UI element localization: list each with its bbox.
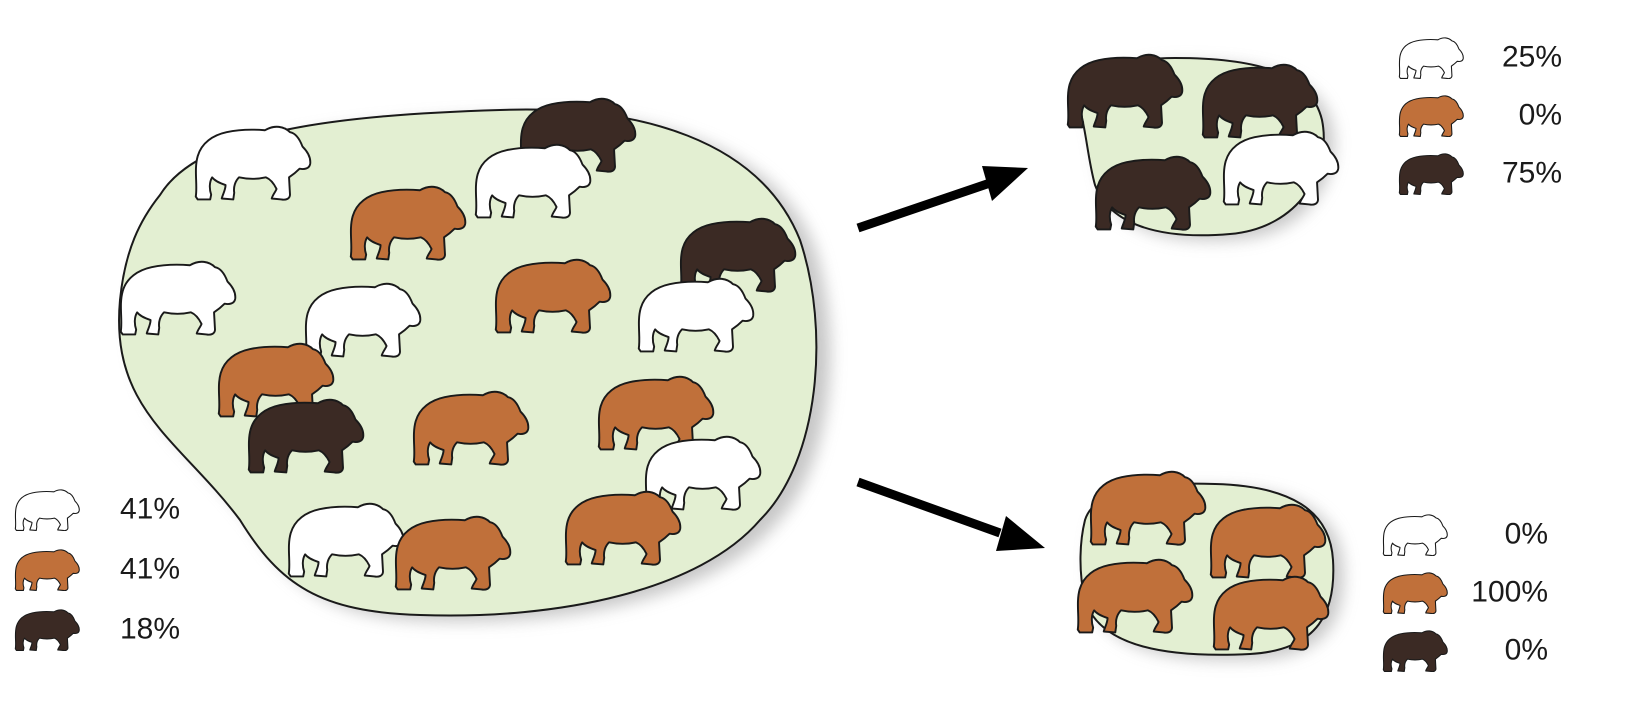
bottom-legend: 0% 100% 0% xyxy=(1382,514,1548,672)
legend-bear-icon xyxy=(14,549,80,591)
founder-population-top xyxy=(1066,53,1340,241)
legend-bear-icon xyxy=(14,609,80,651)
legend-bear-icon xyxy=(1398,153,1464,195)
legend-bear-icon xyxy=(1398,95,1464,137)
legend-bear-icon xyxy=(14,489,80,531)
legend-percent: 0% xyxy=(1505,518,1548,551)
top-legend: 25% 0% 75% xyxy=(1398,37,1562,195)
legend-percent: 75% xyxy=(1502,157,1562,190)
legend-percent: 41% xyxy=(120,553,180,586)
legend-bear-icon xyxy=(1382,572,1448,614)
source-island xyxy=(118,108,818,617)
legend-percent: 18% xyxy=(120,613,180,646)
legend-percent: 25% xyxy=(1502,41,1562,74)
arrow-to-top-population xyxy=(856,166,1028,233)
legend-percent: 100% xyxy=(1471,576,1548,609)
legend-percent: 0% xyxy=(1505,634,1548,667)
source-population xyxy=(118,97,831,622)
legend-percent: 0% xyxy=(1519,99,1562,132)
legend-percent: 41% xyxy=(120,493,180,526)
legend-bear-icon xyxy=(1382,514,1448,556)
founder-population-bottom xyxy=(1076,470,1344,660)
legend-bear-icon xyxy=(1382,630,1448,672)
arrow-to-bottom-population xyxy=(856,477,1045,551)
source-legend: 41% 41% 18% xyxy=(14,489,180,651)
legend-bear-icon xyxy=(1398,37,1464,79)
